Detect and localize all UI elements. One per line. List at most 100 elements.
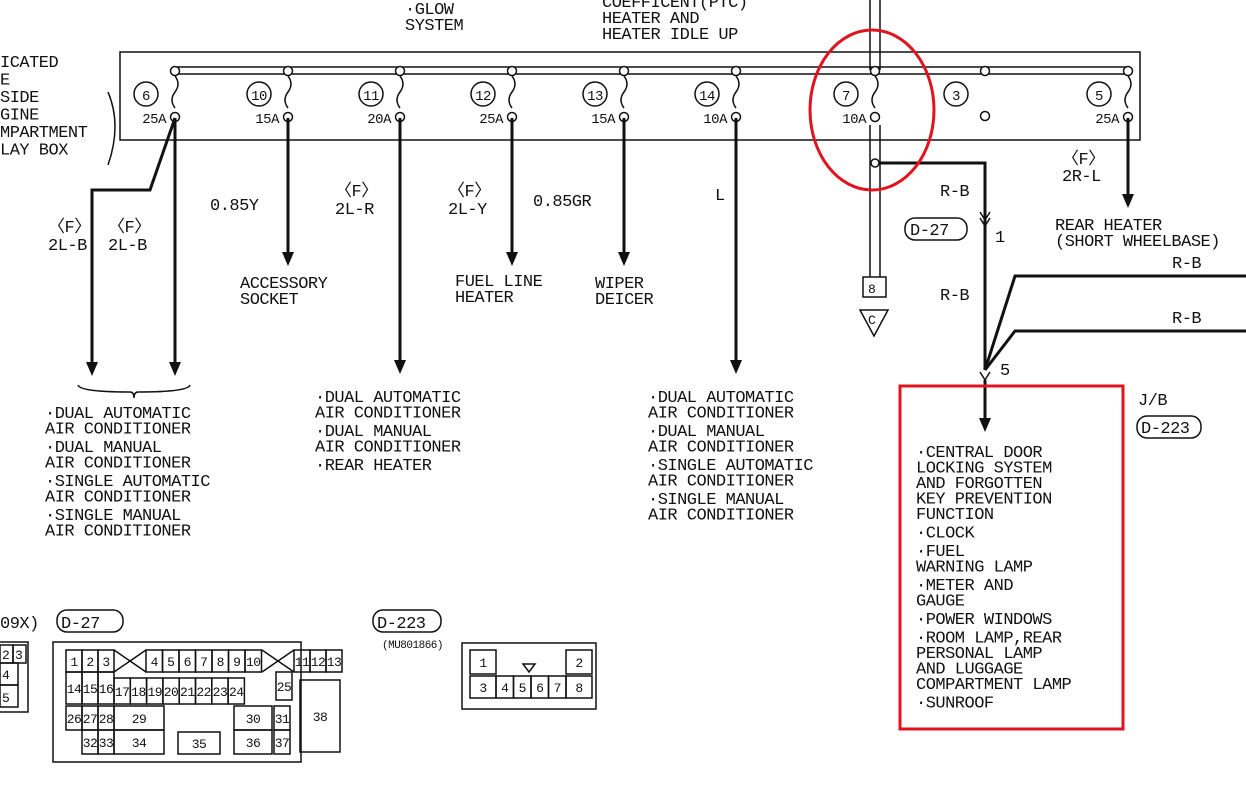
list-item-line: ·REAR HEATER [315, 457, 432, 476]
wire-label-f14: L [715, 187, 725, 206]
pin: 12 [311, 655, 326, 670]
fuse-element-icon [1124, 75, 1132, 109]
pin: 32 [83, 736, 98, 751]
list-item-line: ·FUEL [916, 543, 965, 562]
fuse-number: 10 [251, 89, 267, 105]
fuse14-load-list: ·DUAL AUTOMATIC AIR CONDITIONER·DUAL MAN… [648, 389, 814, 526]
blocked-cavity-icon [113, 649, 295, 673]
fuse-number-circle [582, 81, 608, 107]
list-item-line: LOCKING SYSTEM [916, 460, 1052, 479]
list-item: ·FUEL WARNING LAMP [916, 543, 1033, 578]
wire-label-rb-2: R-B [940, 287, 969, 306]
fuse11-load-list: ·DUAL AUTOMATIC AIR CONDITIONER·DUAL MAN… [315, 389, 461, 476]
jb-load-list: ·CENTRAL DOOR LOCKING SYSTEM AND FORGOTT… [916, 444, 1072, 714]
wire-label-f13: 0.85GR [533, 193, 592, 212]
label-line: 2R-L [1062, 168, 1101, 187]
pin: 23 [213, 685, 228, 700]
wire-label-f11: 〈F〉2L-R [335, 181, 378, 220]
label-line: 2L-R [335, 201, 374, 220]
label-line: 〈F〉 [1062, 149, 1105, 170]
fuse-3: 3 [943, 65, 991, 122]
fuse-number: 11 [363, 89, 379, 105]
fuse-number-circle [470, 81, 496, 107]
pin: 36 [246, 736, 261, 751]
pin: 26 [67, 712, 82, 727]
list-item-line: WARNING LAMP [916, 559, 1033, 578]
list-item-line: ·DUAL AUTOMATIC [315, 389, 461, 408]
list-item-line: ·CLOCK [916, 525, 976, 544]
label-line: E [0, 72, 10, 91]
list-item: ·POWER WINDOWS [916, 611, 1053, 630]
list-item-line: ·POWER WINDOWS [916, 611, 1052, 630]
highlight-box-jb-loads [898, 384, 1125, 731]
list-item-line: ·DUAL AUTOMATIC [45, 405, 191, 424]
fuse-amperage: 25A [142, 112, 167, 128]
wire-label-rb-bottom: R-B [1172, 310, 1201, 329]
label-line: HEATER [455, 289, 514, 308]
pin: 4 [2, 668, 10, 683]
relay-box-bracket [107, 91, 116, 166]
wire-label-f6-a: 〈F〉2L-B [48, 217, 91, 256]
pin: 37 [275, 736, 290, 751]
list-item: ·SINGLE MANUAL AIR CONDITIONER [648, 491, 794, 526]
label-line: DEICER [595, 291, 654, 310]
pin: 2 [86, 655, 93, 670]
pin: 9 [233, 655, 240, 670]
pin: 34 [132, 736, 147, 751]
partial-connector: 2 3 4 5 [0, 641, 29, 713]
pin: 22 [196, 685, 211, 700]
list-item-line: ·DUAL MANUAL [45, 439, 162, 458]
pin: 13 [327, 655, 342, 670]
label-line: 2L-Y [448, 201, 487, 220]
connector-pin-8 [862, 276, 887, 298]
list-item-line: AIR CONDITIONER [648, 473, 794, 492]
list-item-line: ·SINGLE AUTOMATIC [45, 473, 210, 492]
wire-label-f12: 〈F〉2L-Y [448, 181, 491, 220]
list-item-line: PERSONAL LAMP [916, 645, 1042, 664]
d223-connector-badge [372, 609, 442, 633]
pin: 29 [132, 712, 147, 727]
pin: 5 [519, 681, 526, 696]
fuse-number-circle [358, 81, 384, 107]
list-item-line: AIR CONDITIONER [648, 439, 794, 458]
pin: 1 [70, 655, 78, 670]
label-line: ICATED [0, 54, 59, 73]
pin: 30 [246, 712, 261, 727]
pin: 10 [246, 655, 261, 670]
list-item: ·DUAL MANUAL AIR CONDITIONER [315, 423, 461, 458]
label-line: HEATER IDLE UP [602, 26, 738, 45]
fuse-number: 5 [1095, 89, 1103, 105]
label-line: MPARTMENT [0, 124, 88, 143]
list-item: ·CLOCK [916, 525, 976, 544]
label-line: 2L-B [108, 237, 147, 256]
d27-badge [904, 217, 968, 241]
pin: 2 [575, 656, 582, 671]
list-item-line: ·DUAL MANUAL [648, 423, 765, 442]
fuse-number: 14 [699, 89, 715, 105]
list-item: ·METER AND GAUGE [916, 577, 1014, 612]
pin: 15 [83, 682, 98, 697]
fuse-element-icon [396, 75, 404, 109]
fuse-amperage: 15A [255, 112, 280, 128]
pin: 14 [67, 682, 82, 697]
list-item-line: COMPARTMENT LAMP [916, 676, 1072, 695]
fuse-number-circle [133, 81, 159, 107]
label-line: 2L-B [48, 237, 87, 256]
fuse-element-icon [171, 75, 179, 109]
list-item-line: ·SINGLE MANUAL [648, 491, 784, 510]
fuse-number: 7 [842, 89, 850, 105]
fuse6-load-list: ·DUAL AUTOMATIC AIR CONDITIONER·DUAL MAN… [45, 405, 211, 542]
fuse-number: 6 [142, 89, 150, 105]
pin: 21 [180, 685, 195, 700]
d27-connector-badge [56, 609, 124, 633]
fuse-box [119, 51, 1141, 141]
pin: 24 [229, 685, 244, 700]
fuse-number-circle [1086, 81, 1112, 107]
pin-8-label: 8 [868, 282, 875, 297]
pin: 38 [313, 710, 328, 725]
